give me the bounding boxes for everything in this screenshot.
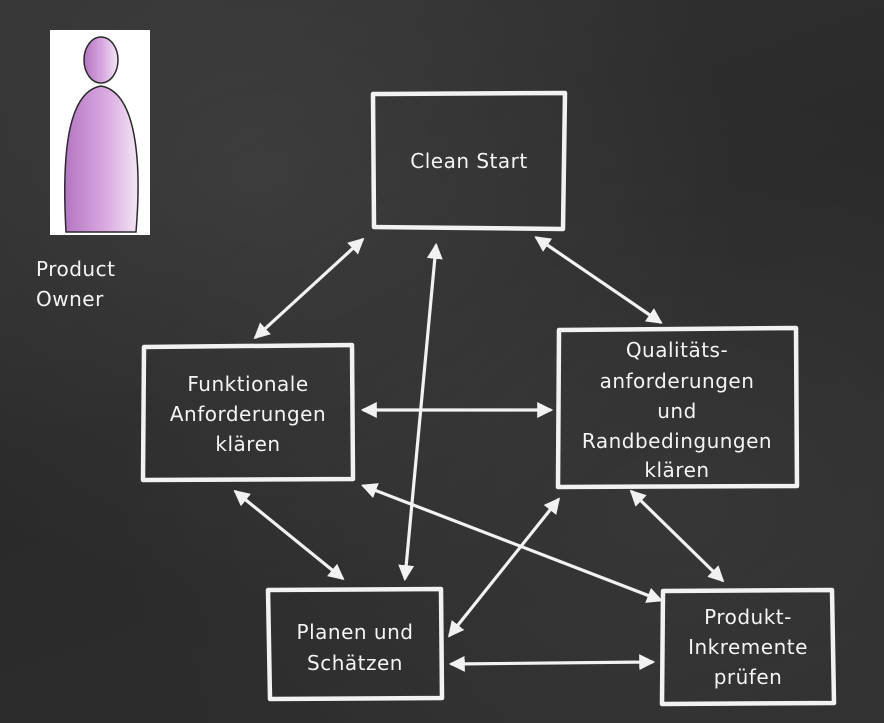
box-produkt-line-2: Inkremente	[688, 635, 808, 659]
box-qualitaet-line-1: Qualitäts-	[626, 338, 728, 362]
box-clean-start-label: Clean Start	[410, 149, 527, 173]
arrow-clean-start-funktionale	[253, 237, 365, 340]
arrow-clean-start-qualitaet	[534, 236, 663, 324]
box-planen-line-1: Planen und	[297, 620, 414, 644]
box-planen: Planen und Schätzen	[265, 586, 445, 702]
box-produkt-frame	[659, 587, 837, 707]
box-clean-start: Clean Start	[370, 90, 568, 232]
box-planen-frame	[265, 586, 445, 702]
box-funktionale-frame	[140, 342, 356, 483]
product-owner-figure: Product Owner	[36, 30, 150, 311]
box-qualitaet-line-2: anforderungen	[600, 369, 755, 393]
arrow-planen-produkt	[448, 654, 656, 672]
arrow-funktionale-planen	[233, 489, 345, 581]
person-icon	[64, 36, 139, 233]
box-qualitaet-frame	[555, 325, 800, 490]
box-planen-line-2: Schätzen	[307, 651, 403, 675]
box-qualitaet-line-3: und	[657, 399, 697, 423]
arrow-clean-start-planen	[398, 242, 443, 582]
box-clean-start-frame	[370, 90, 568, 232]
box-funktionale: Funktionale Anforderungen klären	[140, 342, 356, 483]
actor-label-line-1: Product	[36, 257, 115, 281]
arrow-qualitaet-produkt	[629, 489, 725, 583]
box-produkt: Produkt- Inkremente prüfen	[659, 587, 837, 707]
box-funktionale-line-1: Funktionale	[187, 372, 308, 396]
arrow-qualitaet-planen	[448, 497, 560, 638]
box-produkt-line-3: prüfen	[714, 665, 783, 689]
box-qualitaet: Qualitäts- anforderungen und Randbedingu…	[555, 325, 800, 490]
box-qualitaet-line-5: klären	[644, 458, 709, 482]
box-produkt-line-1: Produkt-	[704, 605, 792, 629]
connections	[233, 236, 725, 672]
box-qualitaet-line-4: Randbedingungen	[582, 429, 772, 453]
box-funktionale-line-2: Anforderungen	[170, 402, 326, 426]
box-funktionale-line-3: klären	[215, 432, 280, 456]
actor-label-line-2: Owner	[36, 287, 104, 311]
